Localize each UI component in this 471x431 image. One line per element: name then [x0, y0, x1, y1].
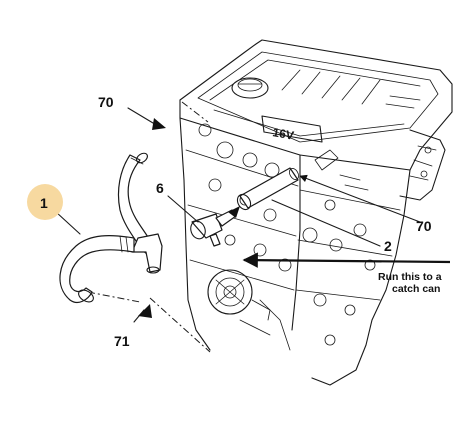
callout-1-highlight — [27, 184, 63, 220]
callout-70-right: 70 — [416, 218, 432, 234]
breather-hose-assembly — [59, 152, 163, 304]
callout-70-top: 70 — [98, 94, 114, 110]
callout-6: 6 — [156, 180, 164, 196]
arrow-70-top — [152, 118, 166, 130]
callout-71: 71 — [114, 333, 130, 349]
arrow-catch-can — [242, 252, 451, 268]
catch-can-note-line1: Run this to a — [378, 271, 442, 283]
callout-1: 1 — [40, 195, 48, 211]
assembly-lines — [87, 101, 211, 353]
leader-lines — [55, 107, 451, 323]
catch-can-note-line2: catch can — [392, 283, 440, 295]
engine-block: 16V — [179, 39, 453, 386]
pcv-pipe-part-2 — [236, 167, 299, 211]
arrow-71 — [138, 304, 152, 318]
pcv-valve-part-6 — [190, 209, 237, 247]
callout-2: 2 — [384, 238, 392, 254]
engine-marking-16v: 16V — [271, 125, 294, 142]
arrow-70-right — [299, 174, 421, 223]
arrow-part-6 — [228, 206, 240, 218]
